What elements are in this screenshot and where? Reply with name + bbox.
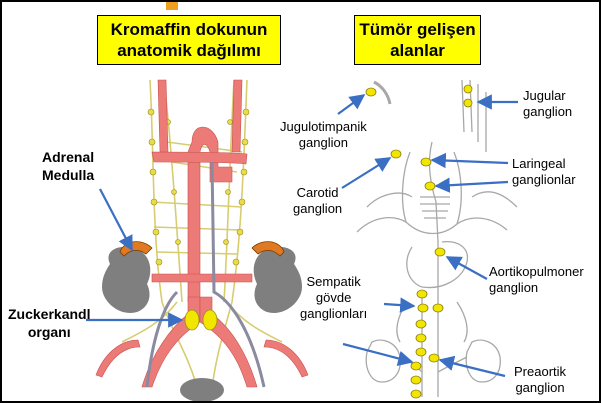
left-title-box: Kromaffin dokunun anatomik dağılımı (97, 15, 281, 65)
nerve-network (122, 80, 282, 387)
label-jugulotimpanik: Jugulotimpanik ganglion (280, 119, 367, 151)
label-carotid: Carotid ganglion (293, 185, 342, 217)
arrow-jugulotimpanik (338, 95, 364, 114)
blood-vessels (96, 80, 308, 387)
right-title-line-2: alanlar (355, 40, 480, 61)
label-carotid-line-1: Carotid (293, 185, 342, 201)
left-title-line-2: anatomik dağılımı (98, 40, 280, 61)
label-sempatik: Sempatik gövde ganglionları (300, 274, 367, 322)
right-anatomy-figure (357, 80, 517, 397)
left-title-line-1: Kromaffin dokunun (98, 19, 280, 40)
label-sempatik-line-2: gövde (300, 290, 367, 306)
label-aortikopulmoner-line-2: ganglion (489, 280, 584, 296)
label-jugulotimpanik-line-1: Jugulotimpanik (280, 119, 367, 135)
label-aortikopulmoner: Aortikopulmoner ganglion (489, 264, 584, 296)
bladder (180, 378, 224, 402)
arrow-carotid (342, 158, 390, 188)
label-preaortik-line-1: Preaortik (514, 364, 566, 380)
label-zuckerkandl-line-2: organı (8, 323, 90, 341)
arrow-sempatik-2 (343, 344, 412, 362)
label-jugulotimpanik-line-2: ganglion (280, 135, 367, 151)
label-aortikopulmoner-line-1: Aortikopulmoner (489, 264, 584, 280)
label-jugular-line-1: Jugular (523, 88, 572, 104)
label-preaortik-line-2: ganglion (514, 380, 566, 396)
label-laringeal-line-2: ganglionlar (512, 172, 576, 188)
label-zuckerkandl-line-1: Zuckerkandl (8, 305, 90, 323)
label-laringeal: Laringeal ganglionlar (512, 156, 576, 188)
arrow-laringeal-2 (436, 182, 508, 186)
label-adrenal-medulla: Adrenal Medulla (42, 148, 94, 184)
right-title-box: Tümör gelişen alanlar (354, 15, 481, 65)
label-jugular-line-2: ganglion (523, 104, 572, 120)
arrow-laringeal-1 (432, 160, 508, 163)
label-adrenal-medulla-line-1: Adrenal (42, 148, 94, 166)
label-zuckerkandl: Zuckerkandl organı (8, 305, 90, 341)
arrow-sempatik-1 (384, 304, 414, 306)
label-jugular: Jugular ganglion (523, 88, 572, 120)
label-preaortik: Preaortik ganglion (514, 364, 566, 396)
label-carotid-line-2: ganglion (293, 201, 342, 217)
right-ganglia-dots (366, 85, 472, 398)
label-adrenal-medulla-line-2: Medulla (42, 166, 94, 184)
label-sempatik-line-3: ganglionları (300, 306, 367, 322)
label-laringeal-line-1: Laringeal (512, 156, 576, 172)
label-sempatik-line-1: Sempatik (300, 274, 367, 290)
right-title-line-1: Tümör gelişen (355, 19, 480, 40)
arrow-preaortik (440, 360, 505, 376)
arrow-adrenal-medulla (100, 189, 132, 250)
